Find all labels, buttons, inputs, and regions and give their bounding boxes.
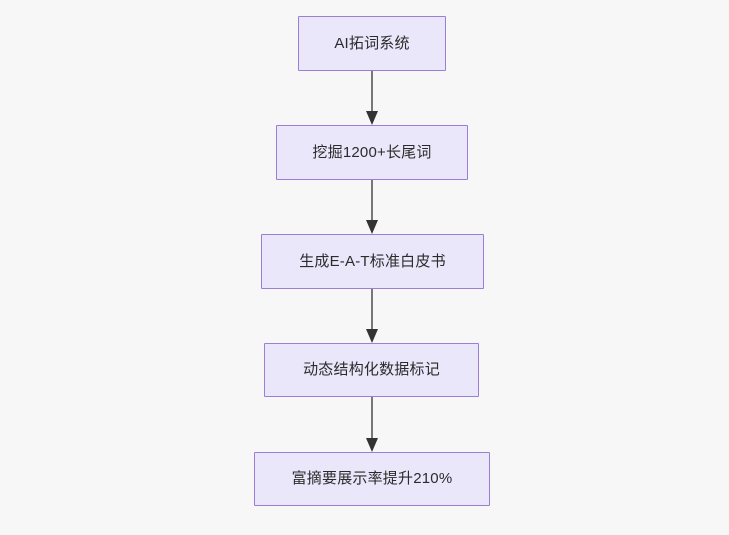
- flowchart-node-generate-eat-whitepaper[interactable]: 生成E-A-T标准白皮书: [261, 234, 484, 289]
- flowchart-node-dynamic-structured-data-markup[interactable]: 动态结构化数据标记: [264, 343, 479, 397]
- node-label: AI拓词系统: [334, 34, 410, 52]
- edge-n3-n4: [366, 289, 378, 343]
- flowchart-node-ai-keyword-system[interactable]: AI拓词系统: [298, 16, 446, 71]
- flowchart-node-mine-longtail-keywords[interactable]: 挖掘1200+长尾词: [276, 125, 468, 180]
- node-label: 挖掘1200+长尾词: [312, 143, 432, 161]
- edge-n2-n3: [366, 180, 378, 234]
- node-label: 富摘要展示率提升210%: [291, 470, 453, 487]
- flowchart-node-rich-snippet-rate-increase[interactable]: 富摘要展示率提升210%: [254, 452, 490, 506]
- node-label: 动态结构化数据标记: [303, 361, 440, 378]
- edge-n1-n2: [366, 71, 378, 125]
- node-label: 生成E-A-T标准白皮书: [299, 252, 446, 270]
- edge-n4-n5: [366, 397, 378, 452]
